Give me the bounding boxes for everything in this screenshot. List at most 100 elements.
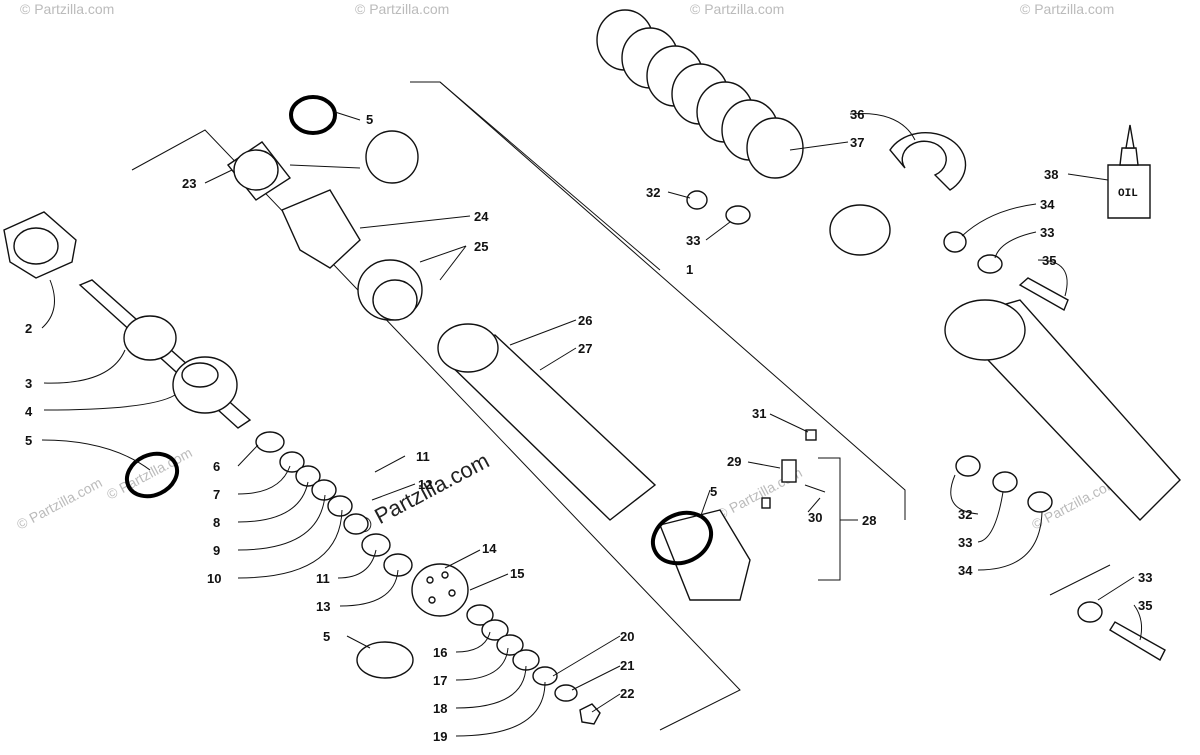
callout-5: 5 <box>366 112 373 127</box>
shim <box>361 533 391 557</box>
reservoir-tube-end <box>437 323 499 373</box>
callout-30: 30 <box>808 510 822 525</box>
shock-body-top <box>944 299 1026 361</box>
watermark: © Partzilla.com <box>20 1 114 17</box>
seal-head-bore <box>233 149 279 191</box>
washer-33 <box>992 471 1018 493</box>
spacer-34 <box>943 231 967 253</box>
washer-33 <box>1077 601 1103 623</box>
callout-5: 5 <box>710 484 717 499</box>
shim <box>327 495 353 517</box>
shim <box>466 604 494 626</box>
bushing <box>829 204 891 256</box>
watermark: © Partzilla.com <box>14 474 105 532</box>
lock-nut <box>579 703 601 725</box>
bushing-32 <box>955 455 981 477</box>
spacer-34 <box>1027 491 1053 513</box>
callout-34: 34 <box>1040 197 1055 212</box>
callout-26: 26 <box>578 313 592 328</box>
callout-10: 10 <box>207 571 221 586</box>
callout-7: 7 <box>213 487 220 502</box>
shim <box>295 465 321 487</box>
callout-18: 18 <box>433 701 447 716</box>
callout-12: 12 <box>418 477 432 492</box>
assembly-1-outline <box>131 129 741 731</box>
callout-1: 1 <box>686 262 693 277</box>
piston-top <box>181 362 219 388</box>
end-cap <box>659 509 751 601</box>
bump-stop-bore <box>13 227 59 265</box>
watermark: © Partzilla.com <box>355 1 449 17</box>
cap-sleeve <box>281 189 361 269</box>
callout-20: 20 <box>620 629 634 644</box>
callout-5: 5 <box>25 433 32 448</box>
piston-port <box>441 571 449 579</box>
assembly-28-bracket <box>818 457 841 581</box>
washer <box>255 431 285 453</box>
assembly-bolt-bracket <box>1049 564 1111 596</box>
shaft-assembly <box>3 211 601 725</box>
callout-11: 11 <box>416 449 430 464</box>
spring-retainer <box>889 132 967 191</box>
callout-32: 32 <box>958 507 972 522</box>
washer-33 <box>725 205 751 225</box>
callout-28: 28 <box>862 513 876 528</box>
shim <box>279 451 305 473</box>
callout-36: 36 <box>850 107 864 122</box>
callout-38: 38 <box>1044 167 1058 182</box>
piston-port <box>448 589 456 597</box>
callout-33: 33 <box>1138 570 1152 585</box>
callout-17: 17 <box>433 673 447 688</box>
callout-8: 8 <box>213 515 220 530</box>
callout-23: 23 <box>182 176 196 191</box>
callout-29: 29 <box>727 454 741 469</box>
watermark: © Partzilla.com <box>690 1 784 17</box>
shim <box>481 619 509 641</box>
callout-25: 25 <box>474 239 488 254</box>
oil-bottle-neck <box>1119 147 1139 166</box>
o-ring-highlight <box>124 451 180 499</box>
callout-3: 3 <box>25 376 32 391</box>
bushing-32 <box>686 190 708 210</box>
group-outlines <box>131 81 1111 731</box>
callout-35: 35 <box>1042 253 1056 268</box>
callout-19: 19 <box>433 729 447 744</box>
body-assembly <box>226 95 826 601</box>
callout-31: 31 <box>752 406 766 421</box>
callout-labels: 2 3 4 5 6 7 8 9 10 11 12 11 13 14 15 5 1… <box>25 107 1152 744</box>
shim <box>496 634 524 656</box>
coil-spring <box>596 9 804 179</box>
piston-band <box>356 641 414 679</box>
callout-6: 6 <box>213 459 220 474</box>
watermark: © Partzilla.com <box>1020 1 1114 17</box>
callout-34: 34 <box>958 563 973 578</box>
washer-33 <box>977 254 1003 274</box>
bolt-35 <box>1018 277 1069 312</box>
callout-14: 14 <box>482 541 497 556</box>
shim <box>311 479 337 501</box>
callout-27: 27 <box>578 341 592 356</box>
piston <box>411 563 469 617</box>
callout-2: 2 <box>25 321 32 336</box>
leader-lines <box>41 111 1142 737</box>
valve-pin <box>804 484 826 493</box>
piston-port <box>426 576 434 584</box>
callout-33: 33 <box>1040 225 1054 240</box>
oil-bottle-nozzle <box>1125 124 1135 149</box>
callout-13: 13 <box>316 599 330 614</box>
o-ring-highlight <box>650 510 714 566</box>
washer <box>554 684 578 702</box>
callout-24: 24 <box>474 209 489 224</box>
oil-label: OIL <box>1118 188 1138 200</box>
adjuster-ring-inner <box>372 279 418 321</box>
spring-assembly: OIL <box>596 9 1181 661</box>
callout-32: 32 <box>646 185 660 200</box>
valve-core <box>781 459 797 483</box>
leader-line <box>439 81 661 271</box>
shim <box>383 553 413 577</box>
seal-ring <box>365 130 419 184</box>
callout-5: 5 <box>323 629 330 644</box>
bolt-35 <box>1109 621 1166 661</box>
callout-15: 15 <box>510 566 524 581</box>
